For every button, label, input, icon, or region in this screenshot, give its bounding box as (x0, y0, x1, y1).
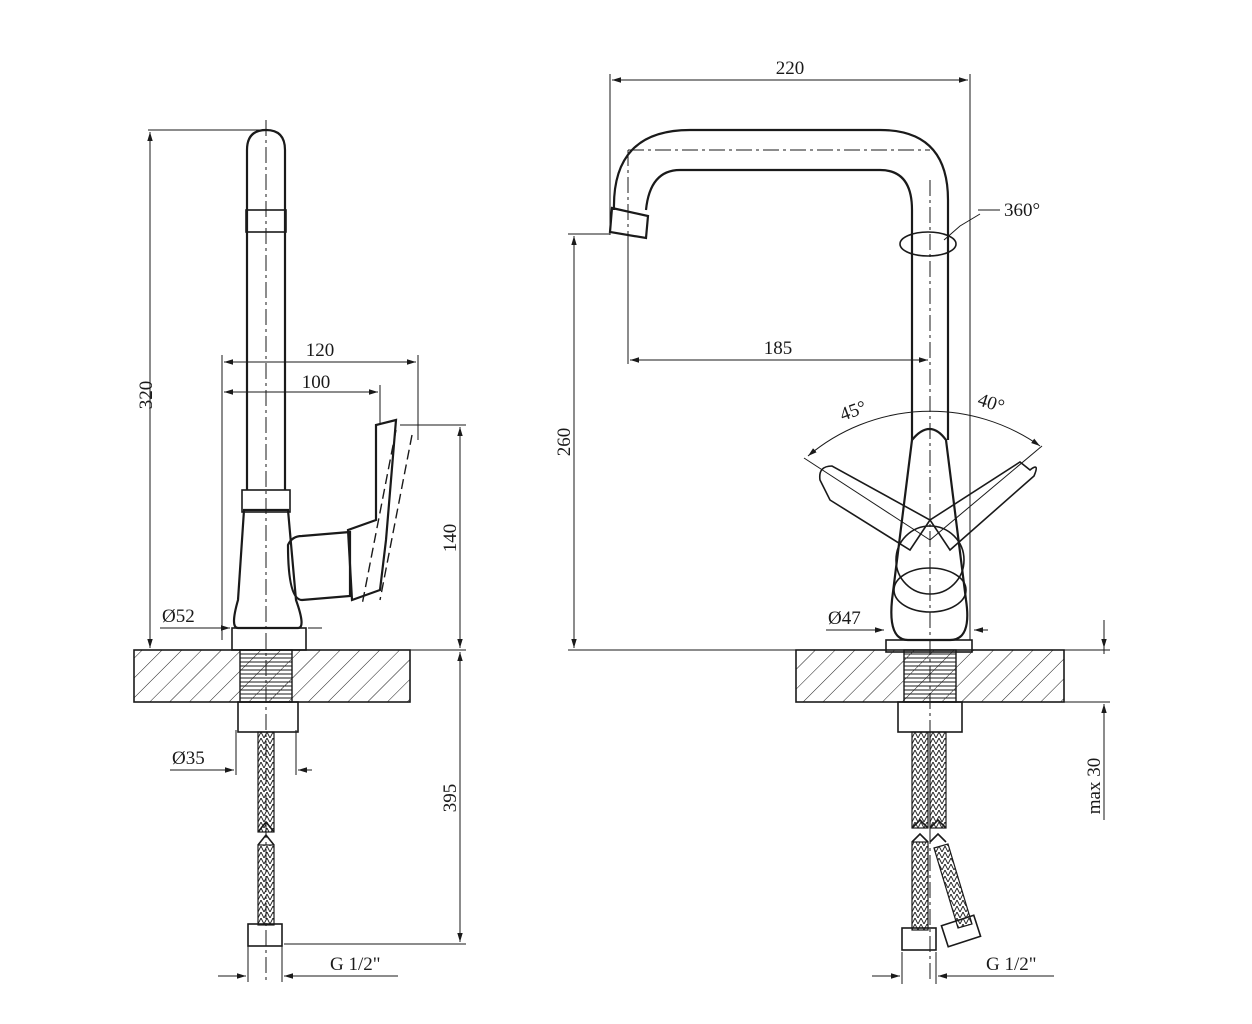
dim-max-countertop: max 30 (1084, 758, 1105, 814)
side-body (232, 508, 303, 630)
dim-spout-reach: 185 (764, 338, 793, 359)
side-view: 320 120 100 140 Ø52 395 Ø35 (133, 120, 466, 982)
dim-hose-length: 395 (440, 784, 461, 813)
front-hose-right (929, 731, 947, 829)
front-lever-left (818, 465, 932, 552)
dim-rotation-angle: 360° (1004, 200, 1040, 221)
front-view: 45° 40° 360° 220 185 (554, 58, 1110, 984)
front-hose-left-bottom (911, 841, 929, 931)
side-lever-alt (379, 434, 413, 601)
side-connector (237, 701, 299, 733)
front-hose-right-bottom (933, 843, 973, 929)
side-cartridge (286, 530, 352, 602)
side-lever (346, 418, 398, 602)
dim-base-diameter: Ø52 (162, 606, 195, 627)
front-lever-right (928, 461, 1038, 552)
dim-shank-diameter: Ø35 (172, 748, 205, 769)
front-hose-fitting-left (901, 927, 937, 951)
side-hose-fitting (247, 923, 283, 947)
dim-front-thread: G 1/2" (986, 954, 1037, 975)
front-body (890, 427, 969, 642)
dim-lever-reach: 120 (306, 340, 335, 361)
front-spout (644, 168, 914, 440)
front-hose-left (911, 731, 929, 829)
dim-spout-height: 260 (554, 428, 575, 457)
side-base-ring (231, 627, 307, 651)
dim-spout-axis-to-lever: 100 (302, 372, 331, 393)
front-aerator (608, 206, 650, 240)
dim-height-total: 320 (136, 381, 157, 410)
dim-lever-angle-right: 40° (975, 389, 1007, 417)
front-hose-fitting-right (940, 914, 982, 948)
dim-body-height: 140 (440, 524, 461, 553)
dim-side-thread: G 1/2" (330, 954, 381, 975)
dim-front-base-diameter: Ø47 (828, 608, 861, 629)
dim-lever-angle-left: 45° (837, 397, 869, 426)
dim-overall-width: 220 (776, 58, 805, 79)
